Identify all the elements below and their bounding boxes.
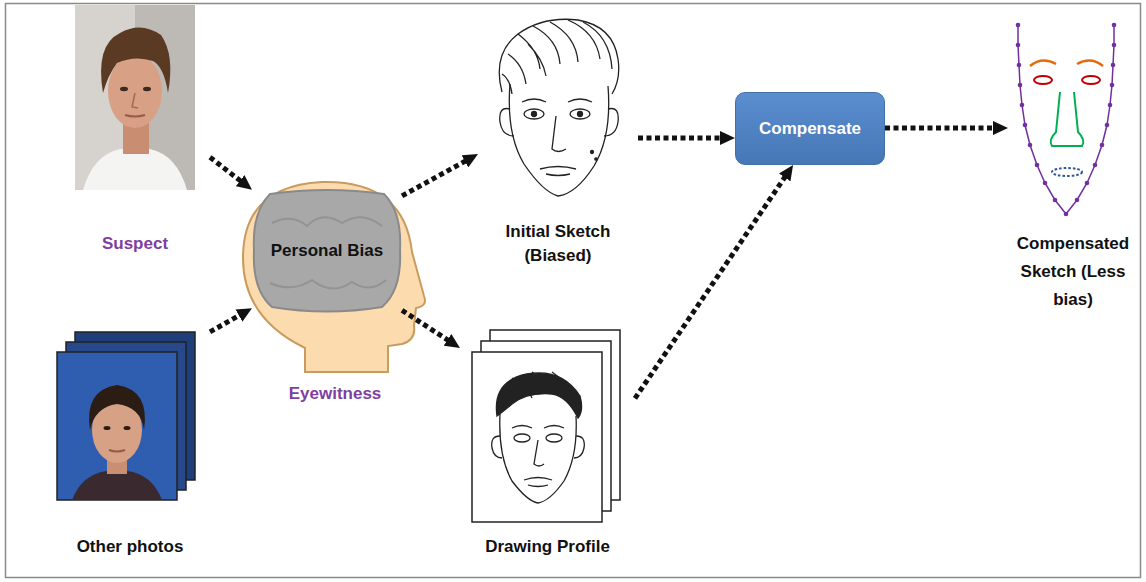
figure-caption: Suspect xyxy=(60,232,210,256)
profile-stack xyxy=(514,434,530,442)
landmark-sketch xyxy=(1034,76,1052,84)
initial-sketch xyxy=(595,158,597,160)
landmark-sketch xyxy=(1051,92,1084,146)
frame-border xyxy=(6,4,1141,578)
brain-shape xyxy=(254,190,400,312)
profile-stack xyxy=(512,372,572,398)
dotted-arrow xyxy=(638,136,724,141)
initial-sketch xyxy=(540,167,576,176)
figure-caption: Eyewitness xyxy=(240,382,430,406)
figure-caption: Initial Sketch (Biased) xyxy=(478,220,638,268)
dotted-arrow xyxy=(885,126,997,131)
initial-sketch xyxy=(499,19,619,94)
suspect-photo xyxy=(101,27,170,93)
node-label: Compensate xyxy=(759,117,861,141)
initial-sketch xyxy=(591,151,594,154)
dotted-arrow xyxy=(402,310,451,342)
photo-stack xyxy=(89,385,145,430)
head-outline xyxy=(243,182,425,372)
initial-sketch xyxy=(570,109,590,119)
photo-stack xyxy=(57,352,177,500)
dotted-arrow xyxy=(402,159,468,196)
profile-figure: Drawing Profile xyxy=(460,325,635,559)
landmark-sketch xyxy=(1018,25,1114,214)
suspect-photo xyxy=(132,93,138,108)
photo-stack xyxy=(124,426,131,430)
figure-caption: Compensated Sketch (Less bias) xyxy=(1008,230,1138,314)
landmark-sketch xyxy=(1052,168,1082,176)
initial-sketch xyxy=(578,112,583,117)
profile-stack xyxy=(534,440,544,466)
suspect-photo xyxy=(108,54,162,128)
profile-stack xyxy=(492,436,585,458)
dotted-arrow xyxy=(635,174,787,398)
profile-stack xyxy=(496,373,581,418)
suspect-photo xyxy=(75,5,195,190)
sketch-figure: Initial Sketch (Biased) xyxy=(478,8,638,268)
profile-stack xyxy=(524,478,552,487)
process-box: Compensate xyxy=(735,92,885,165)
initial-sketch xyxy=(552,116,566,152)
dotted-arrow xyxy=(210,157,243,183)
dotted-arrow xyxy=(210,314,242,332)
brain-fold xyxy=(270,217,386,288)
eyewitness-figure: Eyewitness Personal Bias xyxy=(240,182,430,406)
suspect-photo xyxy=(75,5,195,190)
photo-figure: Suspect xyxy=(60,5,210,256)
landmark-sketch xyxy=(1030,60,1103,66)
initial-sketch xyxy=(509,84,608,196)
initial-sketch xyxy=(532,112,537,117)
profile-stack xyxy=(492,372,585,503)
bias-brain: Personal Bias xyxy=(252,188,402,313)
initial-sketch xyxy=(502,20,612,94)
profile-stack xyxy=(512,426,564,429)
profile-stack xyxy=(546,434,562,442)
initial-sketch xyxy=(499,19,619,196)
photo-stack xyxy=(104,426,111,430)
figure-caption: Other photos xyxy=(50,535,210,559)
figure-caption: Drawing Profile xyxy=(460,535,635,559)
suspect-photo xyxy=(83,149,187,190)
suspect-photo xyxy=(125,115,145,117)
photo-stack xyxy=(57,332,195,500)
landmark-sketch xyxy=(1018,25,1114,214)
initial-sketch xyxy=(522,99,592,102)
photo-stack xyxy=(57,352,177,500)
photo-stack-figure: Other photos xyxy=(50,325,210,559)
profile-stack xyxy=(500,414,577,503)
node-label: Personal Bias xyxy=(271,239,383,263)
suspect-photo xyxy=(120,87,128,91)
initial-sketch xyxy=(500,109,619,136)
photo-stack xyxy=(109,450,125,452)
profile-stack xyxy=(472,352,602,522)
photo-stack xyxy=(72,471,162,500)
profile-stack xyxy=(472,330,620,522)
landmark-sketch xyxy=(1082,76,1100,84)
suspect-photo xyxy=(143,87,151,91)
landmark-figure: Compensated Sketch (Less bias) xyxy=(1008,15,1138,314)
initial-sketch xyxy=(524,109,544,119)
